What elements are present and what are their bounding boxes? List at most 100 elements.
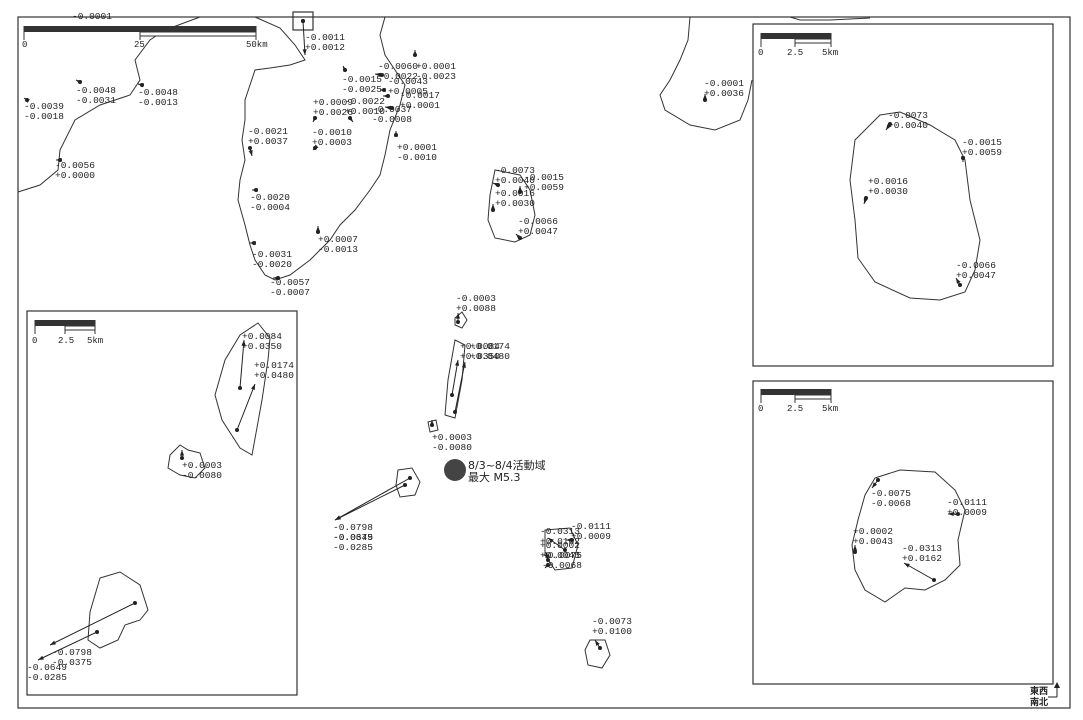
ns-displacement-label: +0.0088	[456, 303, 496, 314]
vector-arrowhead-icon	[313, 116, 318, 122]
vector-arrowhead-icon	[872, 482, 878, 488]
ew-displacement-label: -0.0111	[571, 521, 611, 532]
main-station: -0.0039-0.0018	[23, 97, 64, 122]
inset-station: +0.0002+0.0043	[852, 526, 893, 554]
main-station: +0.0002+0.0043	[540, 540, 580, 562]
ew-displacement-label: -0.0048	[138, 87, 178, 98]
earthquake-period: 8/3~8/4活動域	[468, 458, 546, 472]
main-station: -0.0037-0.0008	[372, 104, 412, 125]
displacement-vector	[236, 383, 256, 431]
vector-arrowhead-icon	[493, 183, 499, 188]
island-g	[584, 639, 611, 669]
ew-displacement-label: +0.0174	[254, 360, 294, 371]
ns-displacement-label: -0.0375	[52, 657, 92, 668]
inset-scale-tick-5: 5km	[822, 404, 838, 414]
ns-displacement-label: +0.0009	[571, 531, 611, 542]
ew-displacement-label: -0.0649	[27, 662, 67, 673]
displacement-vector	[903, 562, 935, 581]
ns-displacement-label: +0.0012	[305, 42, 345, 53]
vector-arrowhead-icon	[516, 234, 522, 240]
island-c	[444, 339, 466, 419]
vector-arrowhead-icon	[545, 552, 550, 558]
vector-arrowhead-icon	[251, 384, 255, 390]
vector-arrowhead-icon	[76, 80, 82, 85]
ns-displacement-label: +0.0026	[313, 107, 353, 118]
inset-island-bottom	[87, 571, 149, 649]
ns-displacement-label: -0.0008	[372, 114, 412, 125]
ns-displacement-label: +0.0000	[55, 170, 95, 181]
main-station: -0.0649-0.0285	[333, 476, 412, 553]
displacement-vector	[334, 484, 406, 521]
ew-displacement-label: -0.0075	[542, 550, 582, 561]
ns-displacement-label: -0.0285	[27, 672, 67, 683]
vector-arrowhead-icon	[886, 124, 891, 130]
main-station: -0.0021+0.0037	[248, 126, 288, 157]
ew-displacement-label: -0.0015	[962, 137, 1002, 148]
ew-displacement-label: -0.0031	[252, 249, 292, 260]
ns-displacement-label: -0.0013	[138, 97, 178, 108]
vector-arrowhead-icon	[455, 360, 460, 366]
main-station: -0.0073+0.0040	[492, 165, 535, 188]
inset-scale-tick-2-5: 2.5	[787, 48, 803, 58]
vector-arrowhead-icon	[548, 538, 554, 543]
ns-displacement-label: +0.0009	[947, 507, 987, 518]
inset-scale-tick-5: 5km	[87, 336, 103, 346]
vector-arrowhead-icon	[545, 562, 551, 568]
main-station: -0.0043+0.0005	[380, 76, 428, 97]
vector-arrowhead-icon	[956, 278, 961, 284]
earthquake-magnitude: 最大 M5.3	[468, 470, 520, 484]
vector-arrowhead-icon	[347, 116, 353, 122]
vector-arrowhead-icon	[24, 98, 30, 103]
ns-displacement-label: +0.0100	[592, 626, 632, 637]
main-station: +0.0009+0.0026	[312, 97, 353, 123]
vector-arrowhead-icon	[380, 87, 386, 93]
ns-displacement-label: -0.0004	[250, 202, 290, 213]
vector-arrowhead-icon	[702, 94, 708, 100]
inset-top-right: 0 2.5 5km -0.0073+0.0040-0.0015+0.0059+0…	[752, 23, 1054, 367]
ew-displacement-label: -0.0066	[956, 260, 996, 271]
ns-displacement-label: -0.0080	[182, 470, 222, 481]
main-station: -0.0010+0.0003	[312, 127, 352, 151]
ew-displacement-label: -0.0022	[345, 96, 385, 107]
vector-arrowhead-icon	[273, 275, 279, 281]
vector-arrowhead-icon	[252, 187, 258, 193]
ew-displacement-label: -0.0048	[76, 85, 116, 96]
main-station: -0.0015+0.0059	[517, 172, 564, 194]
ns-displacement-label: -0.0375	[333, 532, 373, 543]
vector-arrowhead-icon	[461, 362, 466, 368]
ns-displacement-label: +0.0005	[388, 86, 428, 97]
ew-displacement-label: +0.0174	[470, 341, 510, 352]
ew-displacement-label: +0.0003	[432, 432, 472, 443]
main-station: -0.0048-0.0013	[137, 83, 178, 108]
main-station: -0.0048-0.0031	[75, 79, 116, 106]
ns-displacement-label: +0.0030	[868, 186, 908, 197]
main-station: -0.0060-0.0022	[374, 61, 418, 82]
ns-displacement-label: +0.0043	[853, 536, 893, 547]
vector-arrowhead-icon	[343, 66, 348, 72]
ns-displacement-label: -0.0080	[432, 442, 472, 453]
inset-station: +0.0174+0.0480	[235, 360, 294, 432]
earthquake-circle	[444, 459, 466, 481]
ns-displacement-label: +0.0040	[495, 175, 535, 186]
ns-displacement-label: -0.0018	[24, 111, 64, 122]
island-a	[487, 169, 536, 243]
main-station: +0.0003-0.0080	[429, 420, 472, 453]
ns-displacement-label: +0.0003	[312, 137, 352, 148]
island-e	[395, 467, 421, 498]
main-station: -0.0056+0.0000	[55, 157, 95, 181]
ns-displacement-label: -0.0031	[76, 95, 116, 106]
main-scale-bar: 0 25 50km	[22, 26, 268, 50]
inset-island-round	[851, 469, 966, 603]
vector-arrowhead-icon	[375, 72, 381, 77]
displacement-vector	[302, 20, 306, 56]
displacement-vector	[334, 477, 411, 521]
inset-island-small	[167, 444, 206, 479]
ns-displacement-label: +0.0059	[524, 182, 564, 193]
ns-displacement-label: +0.0162	[902, 553, 942, 564]
ew-displacement-label: -0.0020	[250, 192, 290, 203]
inset-scale-tick-0: 0	[758, 404, 763, 414]
coastline-mainland-west	[17, 16, 201, 193]
scale-tick-0: 0	[22, 40, 27, 50]
coastline-northeast	[659, 16, 753, 131]
arrowhead-icon	[1054, 682, 1060, 688]
